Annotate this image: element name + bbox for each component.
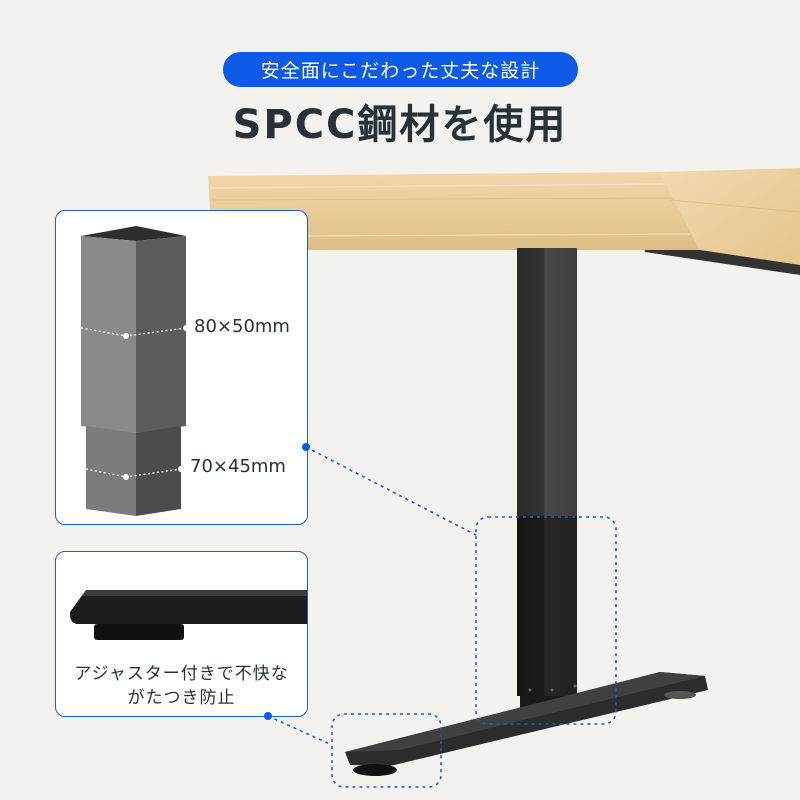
pipes-callout-anchor-dot xyxy=(302,443,310,451)
feature-badge: 安全面にこだわった丈夫な設計 xyxy=(223,52,578,87)
adjuster-caption-line2: がたつき防止 xyxy=(127,688,236,708)
upper-dimension-label: 80×50mm xyxy=(194,316,290,337)
page-title: SPCC鋼材を使用 xyxy=(232,102,568,148)
adjuster-caption-line1: アジャスター付きで不快な xyxy=(74,664,289,684)
adjuster-callout-anchor-dot xyxy=(264,712,272,720)
adjuster-foot-icon xyxy=(70,590,307,640)
adjuster-card: アジャスター付きで不快な がたつき防止 xyxy=(55,551,308,717)
pipe-dimensions-card: 80×50mm 70×45mm xyxy=(55,210,308,525)
telescopic-pipe-icon xyxy=(80,226,189,516)
adjuster-caption: アジャスター付きで不快な がたつき防止 xyxy=(56,662,307,710)
lower-dimension-label: 70×45mm xyxy=(190,456,286,477)
